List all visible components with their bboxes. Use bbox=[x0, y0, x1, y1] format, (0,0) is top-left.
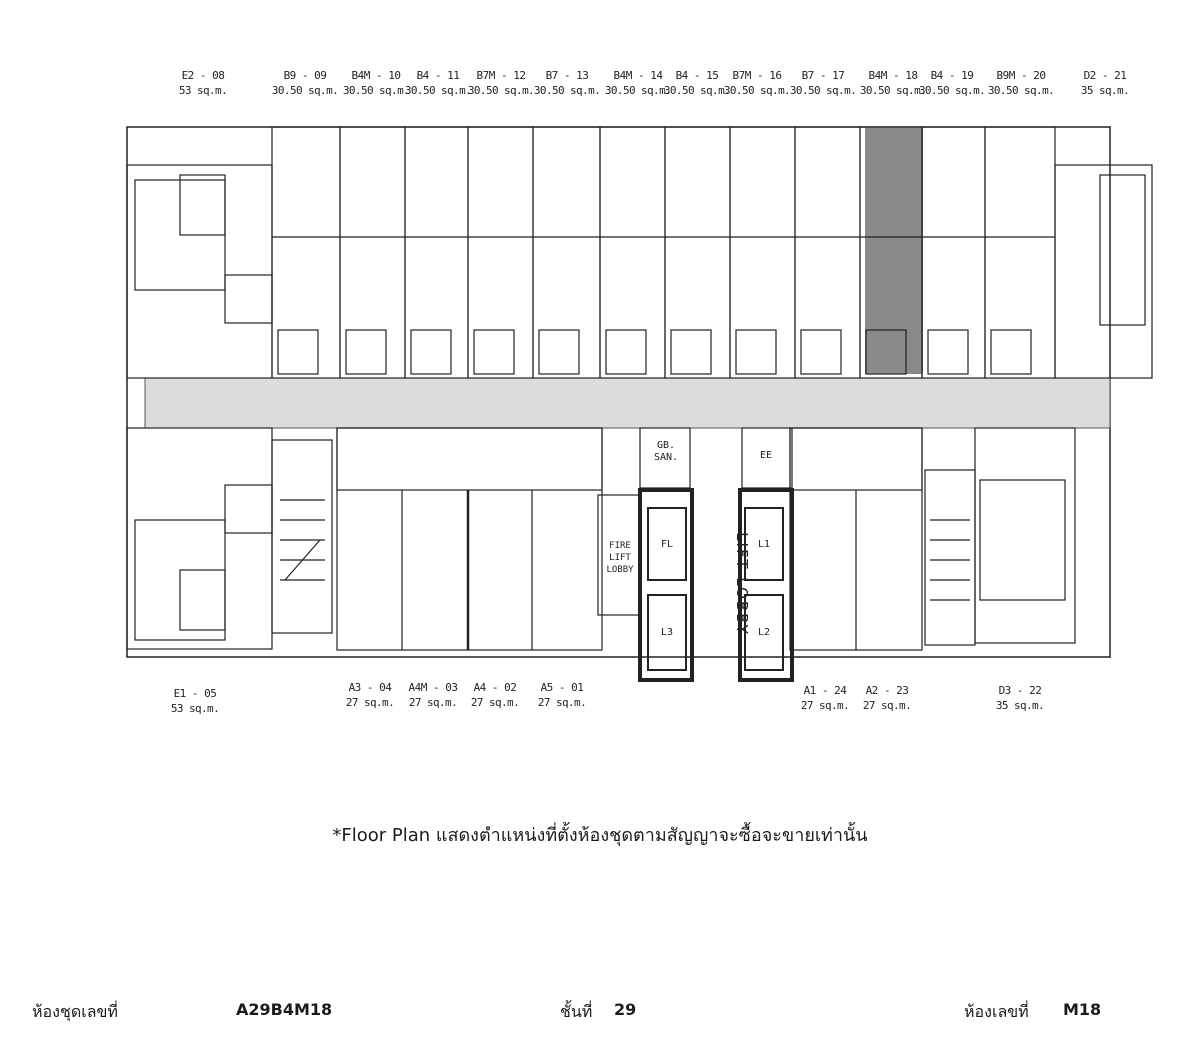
lift-lobby-label: LIFT LOBBY bbox=[732, 532, 751, 636]
bathroom-outline bbox=[410, 329, 452, 375]
floor-label: ชั้นที่ bbox=[560, 1002, 593, 1021]
floor-value: 29 bbox=[614, 1000, 637, 1019]
floor-plan-drawing bbox=[126, 126, 1153, 682]
bathroom-outline bbox=[990, 329, 1032, 375]
lift-l2-label: L2 bbox=[757, 627, 771, 638]
bathroom-outline bbox=[277, 329, 319, 375]
bathroom-outline bbox=[735, 329, 777, 375]
bathroom-outline bbox=[538, 329, 580, 375]
bathroom-outline bbox=[800, 329, 842, 375]
room-number-value: M18 bbox=[1063, 1000, 1102, 1019]
bathroom-outline bbox=[670, 329, 712, 375]
lift-l3-label: L3 bbox=[660, 627, 674, 638]
unit-outline bbox=[984, 126, 1056, 379]
floor-plan-note: *Floor Plan แสดงตำแหน่งที่ตั้งห้องชุดตาม… bbox=[332, 825, 868, 846]
highlighted-unit-fill bbox=[865, 127, 923, 374]
lift-fl-label: FL bbox=[660, 539, 674, 550]
lift-l1-label: L1 bbox=[757, 539, 771, 550]
ee-room-label: EE bbox=[759, 450, 773, 461]
bathroom-outline bbox=[473, 329, 515, 375]
bathroom-outline bbox=[605, 329, 647, 375]
unit-number-value: A29B4M18 bbox=[236, 1000, 333, 1019]
bathroom-outline bbox=[865, 329, 907, 375]
gb-san-room-label: GB.SAN. bbox=[653, 440, 679, 463]
room-number-label: ห้องเลขที่ bbox=[964, 1002, 1029, 1021]
bathroom-outline bbox=[927, 329, 969, 375]
unit-number-label: ห้องชุดเลขที่ bbox=[32, 1002, 118, 1021]
bathroom-outline bbox=[345, 329, 387, 375]
